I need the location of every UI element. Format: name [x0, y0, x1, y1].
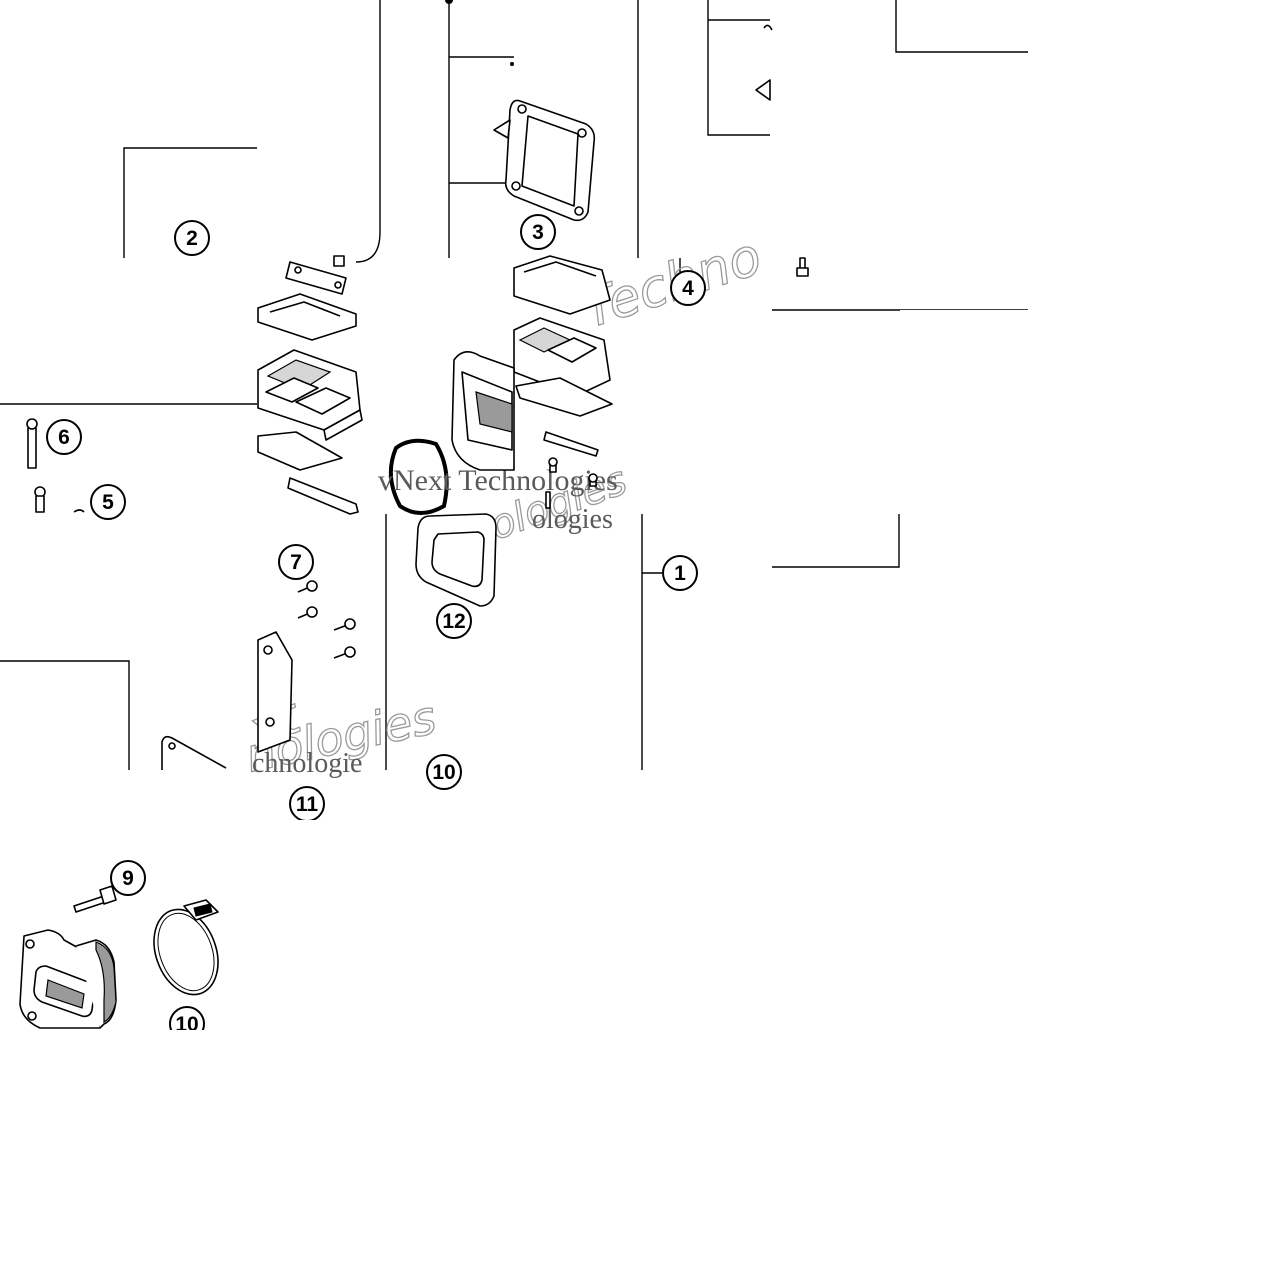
frame-line [123, 147, 257, 258]
callout-6: 6 [46, 419, 82, 455]
callout-11: 11 [289, 786, 325, 822]
svg-text:10: 10 [432, 761, 455, 784]
bolt-part [26, 418, 85, 513]
svg-text:2: 2 [186, 227, 198, 250]
parts [19, 24, 809, 1029]
reed-valve-block [513, 255, 613, 509]
bolt-part [73, 885, 117, 913]
svg-text:11: 11 [296, 793, 319, 816]
svg-text:1: 1 [674, 562, 686, 585]
housing-part [257, 631, 293, 753]
callout-9: 9 [110, 860, 146, 896]
frame-line [0, 660, 130, 770]
screw-part [545, 457, 598, 509]
callout-2: 2 [174, 220, 210, 256]
callout-7: 7 [278, 544, 314, 580]
watermark-text: chnologie [252, 748, 362, 779]
svg-text:6: 6 [58, 426, 70, 449]
screw-part [796, 257, 809, 277]
reed-petal-part [755, 24, 773, 101]
callout-4: 4 [670, 270, 706, 306]
reed-valve-block [257, 255, 363, 515]
carburetor-flange-part [19, 929, 117, 1029]
gasket-part [493, 62, 596, 222]
bolt-part [297, 580, 356, 659]
callout-3: 3 [520, 214, 556, 250]
intake-manifold-part [451, 351, 515, 471]
frame-line [707, 0, 770, 136]
callout-1: 1 [662, 555, 698, 591]
frame-line [772, 514, 900, 568]
svg-text:7: 7 [290, 551, 302, 574]
watermark-logo [388, 438, 449, 515]
svg-text:5: 5 [102, 491, 114, 514]
hose-clamp-part [153, 899, 219, 996]
svg-text:3: 3 [532, 221, 544, 244]
leader-line [355, 0, 381, 263]
svg-text:4: 4 [682, 277, 694, 300]
callout-10: 10 [426, 754, 462, 790]
leader-dot [445, 0, 453, 4]
callout-12: 12 [436, 603, 472, 639]
svg-text:9: 9 [122, 867, 134, 890]
callout-5: 5 [90, 484, 126, 520]
gasket-part [161, 735, 227, 770]
watermark-text: ologies [532, 504, 613, 535]
frame-line [895, 0, 1028, 53]
gasket-part [415, 513, 497, 607]
svg-text:12: 12 [442, 610, 465, 633]
